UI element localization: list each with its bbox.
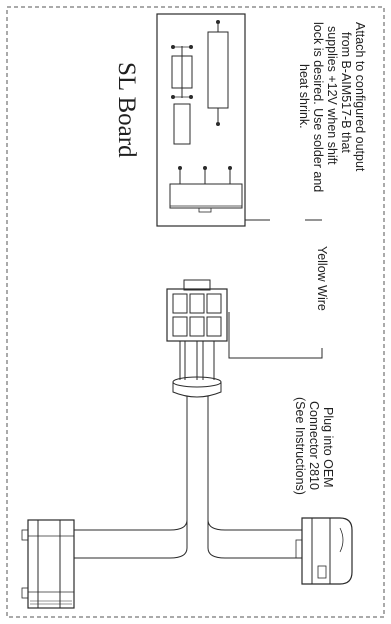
component-chip (173, 103, 191, 145)
plug-note-line-1: Plug into OEM (321, 407, 335, 488)
plug-note: Plug into OEM Connector 2810 (See Instru… (293, 397, 335, 495)
header-connector (169, 183, 243, 213)
plug-note-line-3: (See Instructions) (293, 397, 307, 495)
yellow-wire (228, 312, 323, 359)
sl-board: SL Board (113, 13, 246, 227)
right-connector (295, 517, 353, 585)
harness-trunk (74, 396, 302, 559)
dashed-border (6, 6, 385, 618)
attach-note-line-1: Attach to configured output (353, 22, 367, 172)
header-pins (178, 166, 232, 184)
plug-note-line-2: Connector 2810 (307, 401, 321, 490)
connector-wires (179, 341, 215, 380)
left-connector (21, 519, 75, 609)
component-resistor-pair (171, 45, 193, 99)
six-pin-connector (166, 279, 228, 342)
attach-note: Attach to configured output from B-AIM51… (297, 22, 367, 192)
heat-shrink-grommet (172, 376, 222, 398)
yellow-wire-label: Yellow Wire (315, 246, 329, 311)
attach-note-line-4: lock is desired. Use solder and (311, 22, 325, 192)
board-title: SL Board (113, 62, 140, 158)
component-tall-capacitor (207, 20, 229, 126)
attach-note-line-5: heat shrink. (297, 64, 311, 129)
attach-note-line-2: from B-AIM517-B that (339, 32, 353, 153)
sl-board-outline (156, 13, 246, 227)
attach-note-line-3: supplies +12V when shift (325, 26, 339, 165)
